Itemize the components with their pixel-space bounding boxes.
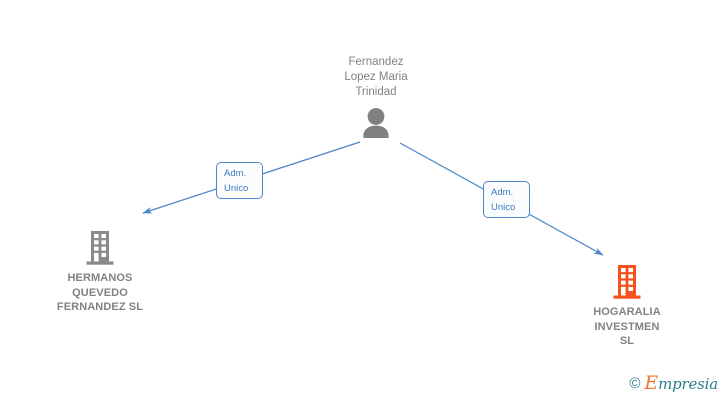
brand-rest: mpresia (658, 375, 718, 393)
building-icon (612, 264, 642, 300)
node-company-left-label: HERMANOS QUEVEDO FERNANDEZ SL (56, 272, 144, 314)
node-person-root-label: Fernandez Lopez Maria Trinidad (344, 56, 408, 99)
node-person-root[interactable]: Fernandez Lopez Maria Trinidad (316, 55, 436, 139)
node-company-right-label: HOGARALIA INVESTMEN SL (593, 306, 661, 348)
building-icon (85, 230, 115, 266)
node-company-right[interactable]: HOGARALIA INVESTMEN SL (557, 264, 697, 349)
brand-initial: E (644, 372, 659, 394)
edge-label-adm-unico-right[interactable]: Adm. Unico (483, 181, 530, 218)
person-icon (359, 107, 393, 139)
brand-wordmark: Empresia (644, 374, 718, 393)
edge-label-adm-unico-left[interactable]: Adm. Unico (216, 162, 263, 199)
empresia-logo[interactable]: © Empresia (629, 374, 718, 393)
node-company-left[interactable]: HERMANOS QUEVEDO FERNANDEZ SL (30, 230, 170, 315)
copyright-icon: © (629, 375, 641, 392)
